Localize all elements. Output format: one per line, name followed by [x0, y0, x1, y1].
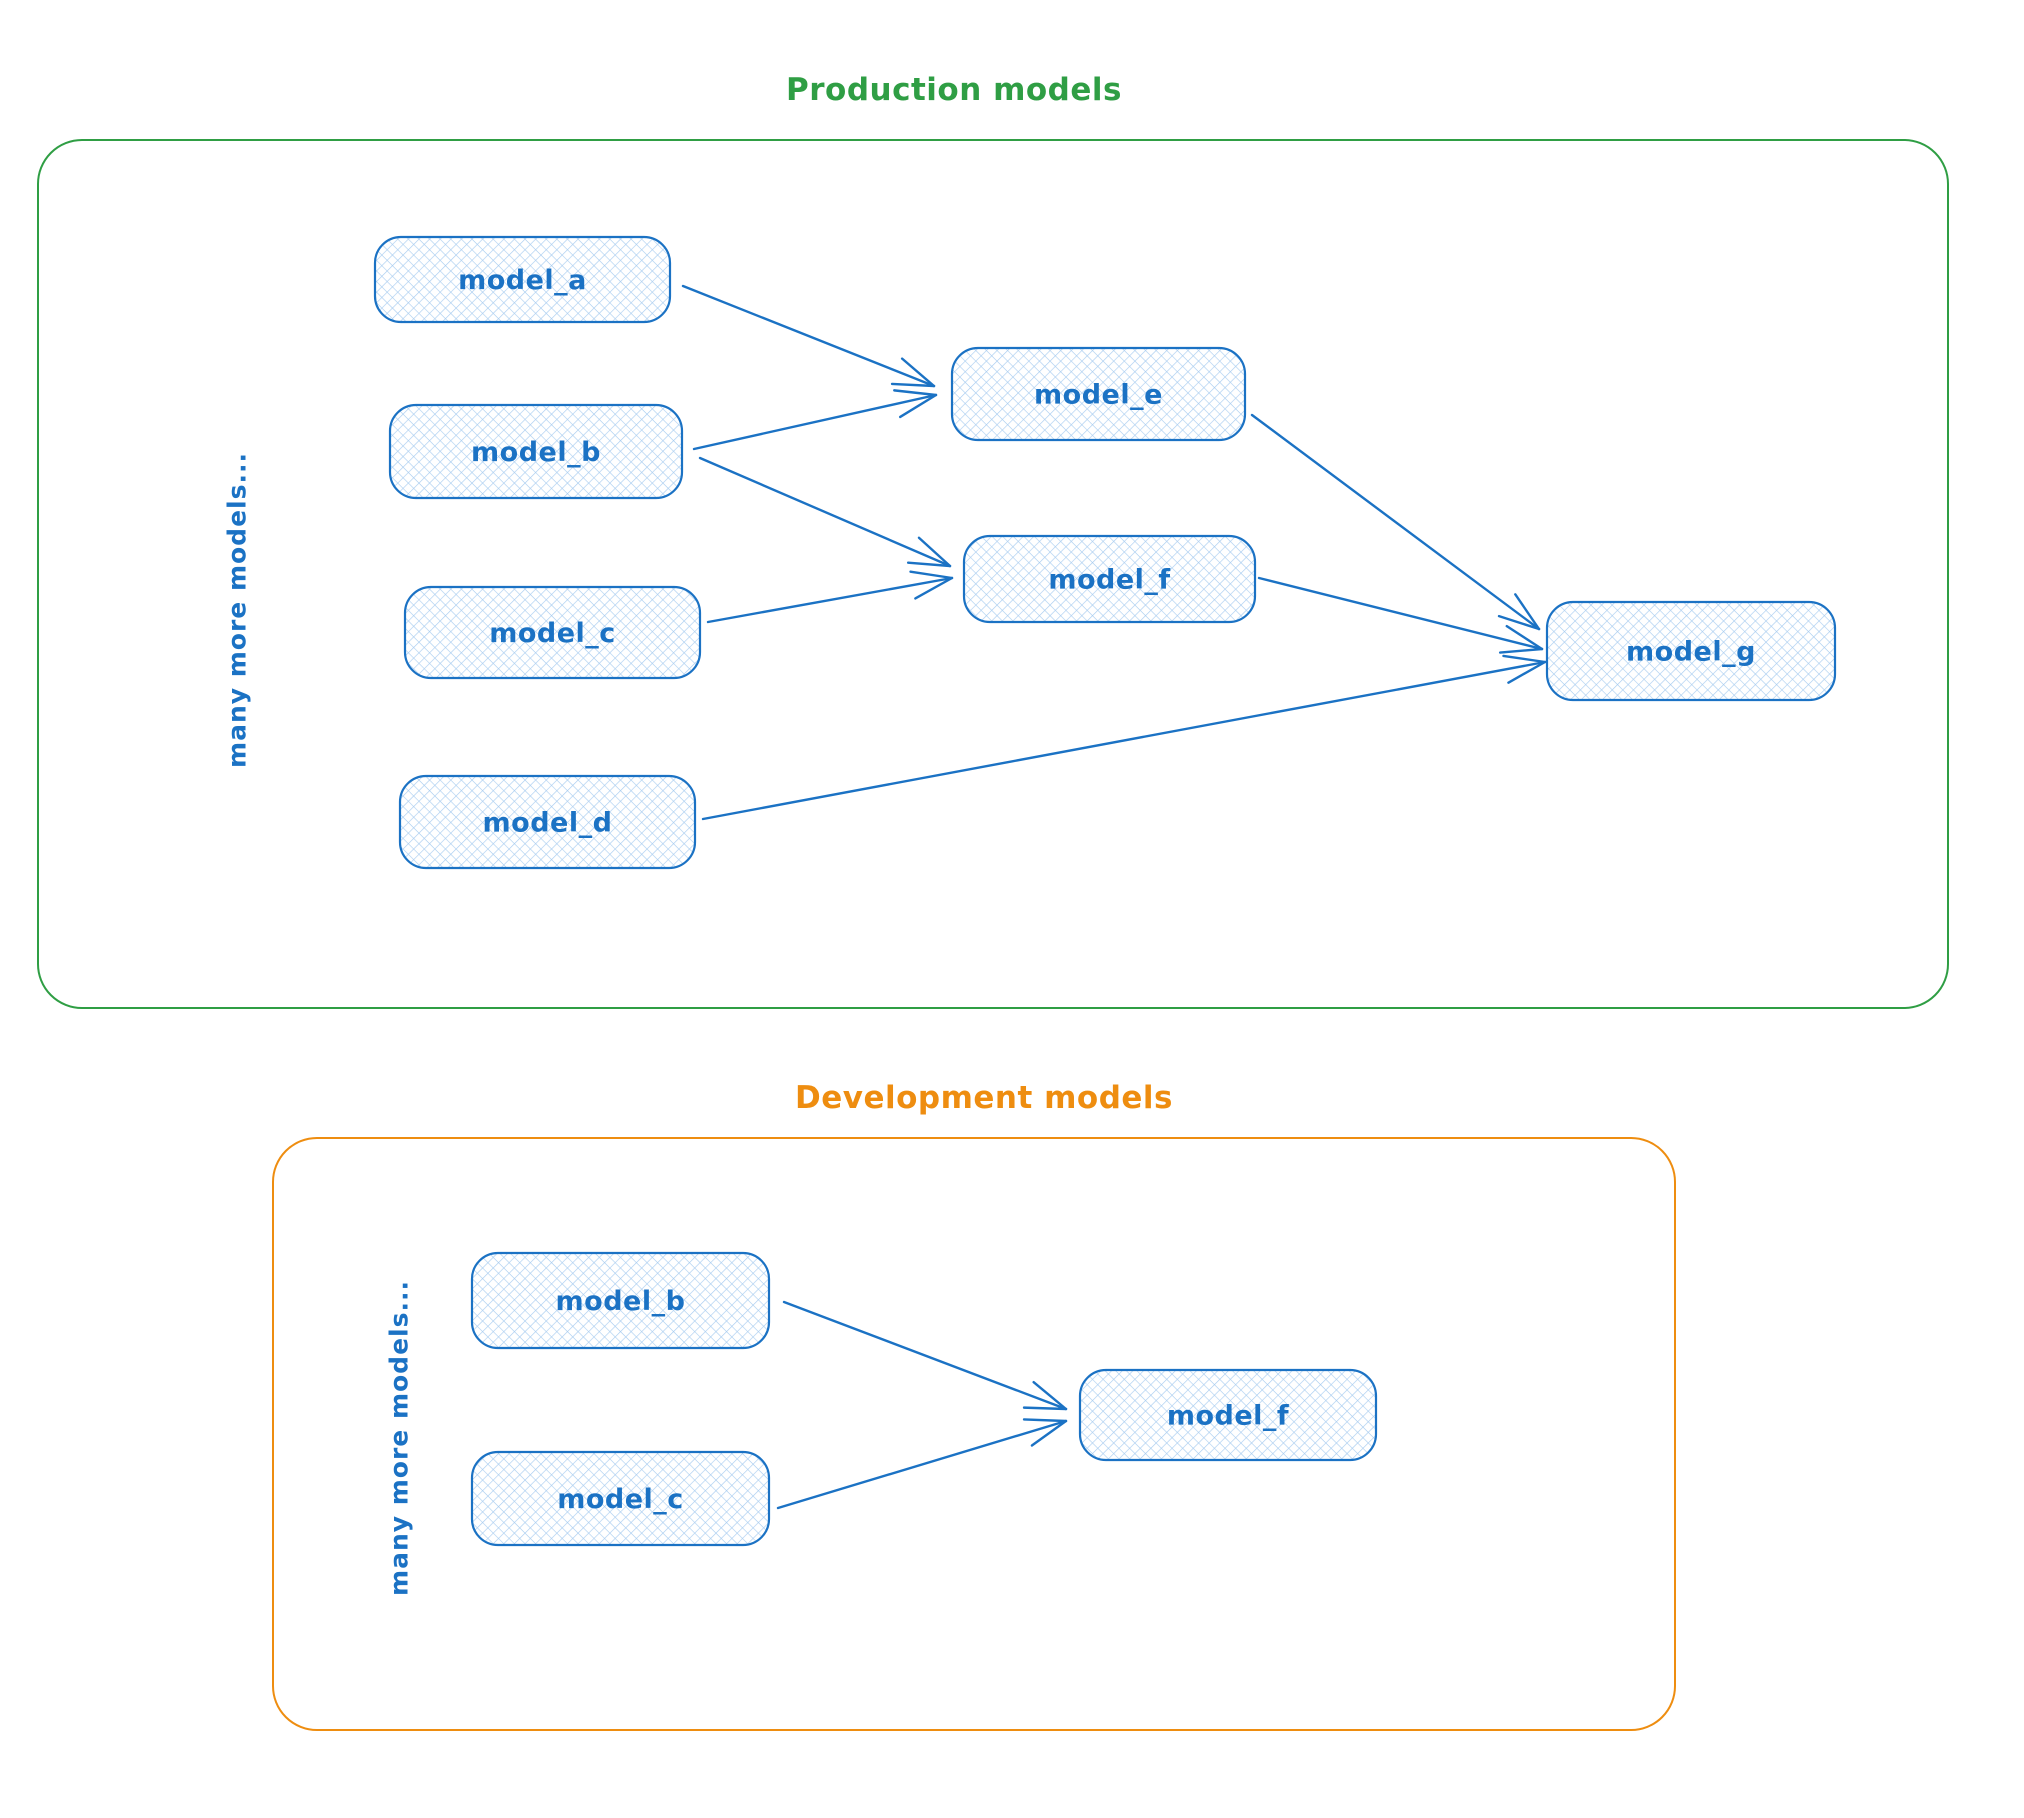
prod_model_e-box	[950, 346, 1247, 442]
arrow-prod_model_f-to-prod_model_g	[1257, 576, 1544, 654]
arrowhead-barb	[917, 536, 952, 568]
production-many-more-models-label: many more models...	[222, 452, 252, 768]
node-prod_model_f: model_f	[962, 534, 1257, 624]
arrow-prod_model_e-to-prod_model_g	[1250, 413, 1541, 631]
prod_model_a-label: model_a	[458, 265, 587, 296]
arrowhead-barb	[906, 561, 952, 568]
dev_model_f-label: model_f	[1167, 1401, 1289, 1432]
arrow-prod_model_c-to-prod_model_f	[706, 570, 954, 624]
arrowhead-barb	[1022, 1406, 1068, 1411]
prod_model_f-label: model_f	[1048, 565, 1170, 596]
prod_model_a-box	[373, 235, 672, 324]
production-section-title: Production models	[786, 72, 1122, 108]
arrowhead-barb	[914, 576, 954, 600]
arrow-dev_model_b-to-dev_model_f	[782, 1300, 1068, 1411]
arrowhead-barb	[893, 389, 938, 397]
dev_model_f-box	[1078, 1368, 1378, 1462]
prod_model_c-label: model_c	[489, 618, 616, 649]
arrow-line	[706, 576, 954, 624]
arrowhead-barb	[1032, 1380, 1068, 1411]
node-dev_model_f: model_f	[1078, 1368, 1378, 1462]
arrow-line	[782, 1300, 1068, 1411]
node-prod_model_a: model_a	[373, 235, 672, 324]
arrowhead-barb	[1497, 614, 1541, 631]
node-dev_model_c: model_c	[470, 1450, 771, 1547]
node-prod_model_d: model_d	[398, 774, 697, 870]
prod_model_g-box	[1545, 600, 1837, 702]
arrow-prod_model_b-to-prod_model_e	[692, 389, 938, 451]
arrow-line	[701, 660, 1547, 821]
prod_model_c-box	[403, 585, 702, 680]
arrow-line	[1250, 413, 1541, 631]
node-prod_model_c: model_c	[403, 585, 702, 680]
node-prod_model_e: model_e	[950, 346, 1247, 442]
prod_model_b-box	[388, 403, 684, 500]
arrow-dev_model_c-to-dev_model_f	[776, 1418, 1068, 1510]
prod_model_e-label: model_e	[1034, 380, 1163, 411]
dev_model_c-box	[470, 1450, 771, 1547]
arrow-line	[1257, 576, 1544, 651]
arrowhead-barb	[909, 570, 954, 580]
prod_model_d-label: model_d	[483, 808, 613, 839]
arrowhead-barb	[1514, 593, 1541, 631]
arrowhead-barb	[890, 382, 936, 388]
dev_model_b-box	[470, 1251, 771, 1350]
prod_model_g-label: model_g	[1626, 637, 1756, 668]
development-section-title: Development models	[794, 1080, 1174, 1116]
arrow-prod_model_d-to-prod_model_g	[701, 654, 1547, 821]
arrowhead-barb	[1022, 1418, 1068, 1423]
prod_model_d-box	[398, 774, 697, 870]
node-prod_model_b: model_b	[388, 403, 684, 500]
arrowhead-barb	[1507, 660, 1547, 684]
arrowhead-barb	[898, 393, 938, 419]
arrow-line	[692, 393, 938, 451]
arrow-line	[698, 456, 952, 568]
production-container-frame	[37, 139, 1949, 1009]
arrowhead-barb	[900, 357, 936, 388]
arrow-line	[776, 1419, 1068, 1510]
dev_model_b-label: model_b	[556, 1286, 686, 1317]
arrowhead-barb	[1502, 654, 1547, 664]
node-prod_model_g: model_g	[1545, 600, 1837, 702]
node-dev_model_b: model_b	[470, 1251, 771, 1350]
arrowhead-barb	[1505, 624, 1544, 651]
prod_model_b-label: model_b	[471, 437, 601, 468]
prod_model_f-box	[962, 534, 1257, 624]
arrow-prod_model_b-to-prod_model_f	[698, 456, 952, 568]
development-container-frame	[272, 1137, 1676, 1731]
development-many-more-models-label: many more models...	[384, 1280, 414, 1596]
arrowhead-barb	[1030, 1419, 1068, 1447]
arrow-line	[681, 284, 936, 388]
arrowhead-barb	[1498, 647, 1544, 654]
arrow-prod_model_a-to-prod_model_e	[681, 284, 936, 388]
dev_model_c-label: model_c	[557, 1484, 684, 1515]
